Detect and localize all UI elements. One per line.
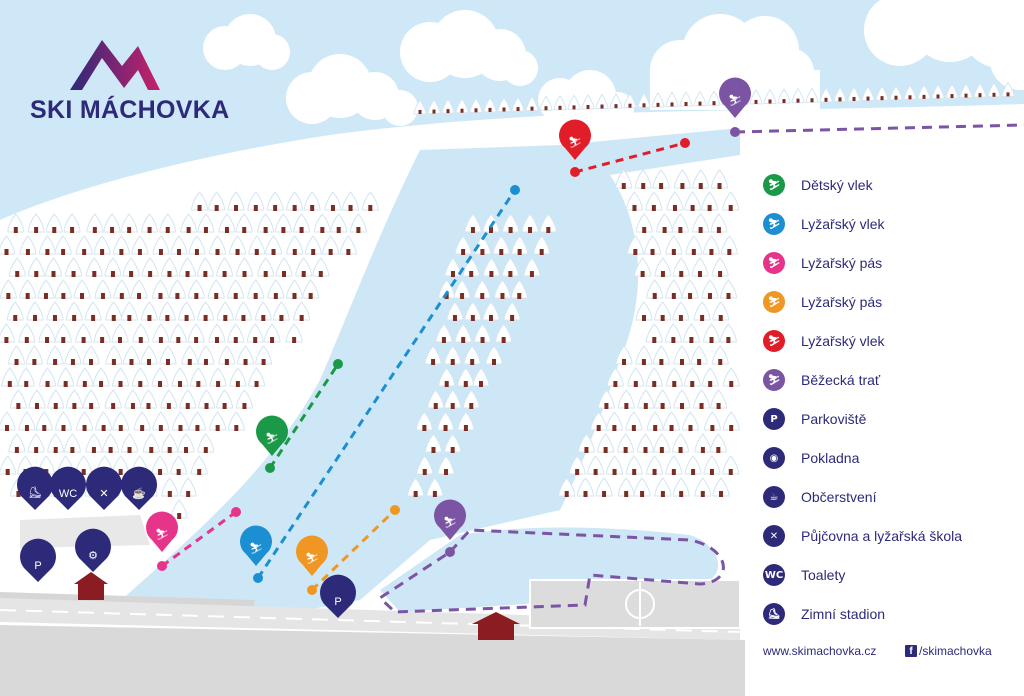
pin-ticket-office[interactable]: ⚙ — [75, 528, 112, 572]
legend-label: Lyžařský vlek — [801, 216, 885, 232]
pin-green-lift[interactable]: ⛷ — [256, 415, 288, 456]
pin-ski-rental[interactable]: ✕ — [85, 466, 122, 510]
ticket-office-icon: ◉ — [763, 447, 785, 469]
facebook-icon: f — [905, 645, 917, 657]
facebook-handle: /skimachovka — [919, 644, 992, 658]
road-lower — [0, 625, 745, 696]
legend-label: Parkoviště — [801, 411, 867, 427]
legend-item: ⛷ Lyžařský vlek — [763, 328, 885, 354]
svg-text:⛷: ⛷ — [305, 553, 319, 565]
facebook-link[interactable]: f /skimachovka — [905, 644, 992, 658]
legend-item: ⛷ Lyžařský pás — [763, 250, 882, 276]
skate-icon: ⛸ — [763, 603, 785, 625]
svg-text:⛷: ⛷ — [249, 543, 263, 555]
toilet-icon: WC — [763, 564, 785, 586]
legend-label: Lyžařský pás — [801, 294, 883, 310]
legend-label: Dětský vlek — [801, 177, 873, 193]
pin-orange-belt[interactable]: ⛷ — [296, 535, 328, 576]
buildings — [74, 572, 520, 640]
legend-item: P Parkoviště — [763, 406, 866, 432]
blue-lift-line — [256, 189, 517, 579]
svg-text:✕: ✕ — [99, 488, 108, 500]
brand-name: SKI MÁCHOVKA — [30, 96, 230, 124]
green-lift-line — [268, 363, 340, 469]
svg-text:WC: WC — [59, 488, 77, 500]
logo-mountain-icon — [70, 40, 160, 90]
svg-text:☕: ☕ — [132, 486, 146, 500]
legend-item: WC Toalety — [763, 562, 845, 588]
svg-text:⛷: ⛷ — [568, 137, 582, 149]
svg-text:P: P — [34, 560, 41, 572]
legend-item: ☕ Občerstvení — [763, 484, 876, 510]
ski-lift-icon: ⛷ — [763, 330, 785, 352]
pin-parking-left[interactable]: P — [19, 538, 57, 582]
parking-icon: P — [763, 408, 785, 430]
legend-item: ⛷ Lyžařský vlek — [763, 211, 885, 237]
svg-text:⛷: ⛷ — [155, 529, 169, 541]
svg-text:⛷: ⛷ — [265, 433, 279, 445]
legend-label: Běžecká trať — [801, 372, 881, 388]
forest — [0, 81, 1015, 519]
pin-refreshment[interactable]: ☕ — [121, 466, 157, 510]
conveyor-belt-icon: ⛷ — [763, 291, 785, 313]
legend-label: Lyžařský vlek — [801, 333, 885, 349]
ski-lift-icon: ⛷ — [763, 174, 785, 196]
pink-belt-line — [161, 510, 237, 568]
red-lift-line — [574, 141, 686, 174]
svg-text:⛷: ⛷ — [728, 95, 742, 107]
pin-xc-loop[interactable]: ⛷ — [434, 499, 466, 540]
legend-label: Toalety — [801, 567, 846, 583]
road-main — [0, 598, 740, 640]
ski-piste — [110, 128, 740, 625]
legend-item: ⛷ Dětský vlek — [763, 172, 873, 198]
legend-panel: ⛷Dětský vlek⛷Lyžařský vlek⛷Lyžařský pás⛷… — [745, 148, 1024, 696]
pin-xc-top[interactable]: ⛷ — [719, 77, 751, 118]
legend-label: Půjčovna a lyžařská škola — [801, 528, 963, 544]
ski-lift-icon: ⛷ — [763, 213, 785, 235]
xc-trail-top — [734, 123, 1024, 134]
svg-text:P: P — [334, 596, 341, 608]
cross-country-skier-icon: ⛷ — [763, 369, 785, 391]
website-link[interactable]: www.skimachovka.cz — [763, 644, 877, 658]
legend-item: ⛷ Běžecká trať — [763, 367, 880, 393]
pin-blue-lift[interactable]: ⛷ — [239, 525, 272, 566]
pin-toilet[interactable]: WC — [50, 466, 86, 510]
refreshment-cup-icon: ☕ — [763, 486, 785, 508]
pin-red-lift[interactable]: ⛷ — [559, 119, 591, 160]
legend-item: ✕ Půjčovna a lyžařská škola — [763, 523, 962, 549]
xc-loop-area — [380, 527, 719, 612]
legend-label: Občerstvení — [801, 489, 877, 505]
pin-pink-belt[interactable]: ⛷ — [145, 511, 178, 552]
legend-label: Zimní stadion — [801, 606, 886, 622]
orange-belt-line — [310, 508, 397, 592]
svg-text:⚙: ⚙ — [88, 550, 98, 562]
conveyor-belt-icon: ⛷ — [763, 252, 785, 274]
legend-item: ◉ Pokladna — [763, 445, 859, 471]
ski-rental-icon: ✕ — [763, 525, 785, 547]
legend-item: ⛷ Lyžařský pás — [763, 289, 882, 315]
svg-text:⛸: ⛸ — [28, 486, 42, 499]
pin-skate[interactable]: ⛸ — [16, 466, 53, 510]
legend-label: Lyžařský pás — [801, 255, 883, 271]
svg-text:⛷: ⛷ — [443, 517, 457, 529]
legend-label: Pokladna — [801, 450, 860, 466]
legend-item: ⛸ Zimní stadion — [763, 601, 885, 627]
pin-parking-center[interactable]: P — [320, 574, 356, 618]
stadium-field — [529, 579, 741, 629]
